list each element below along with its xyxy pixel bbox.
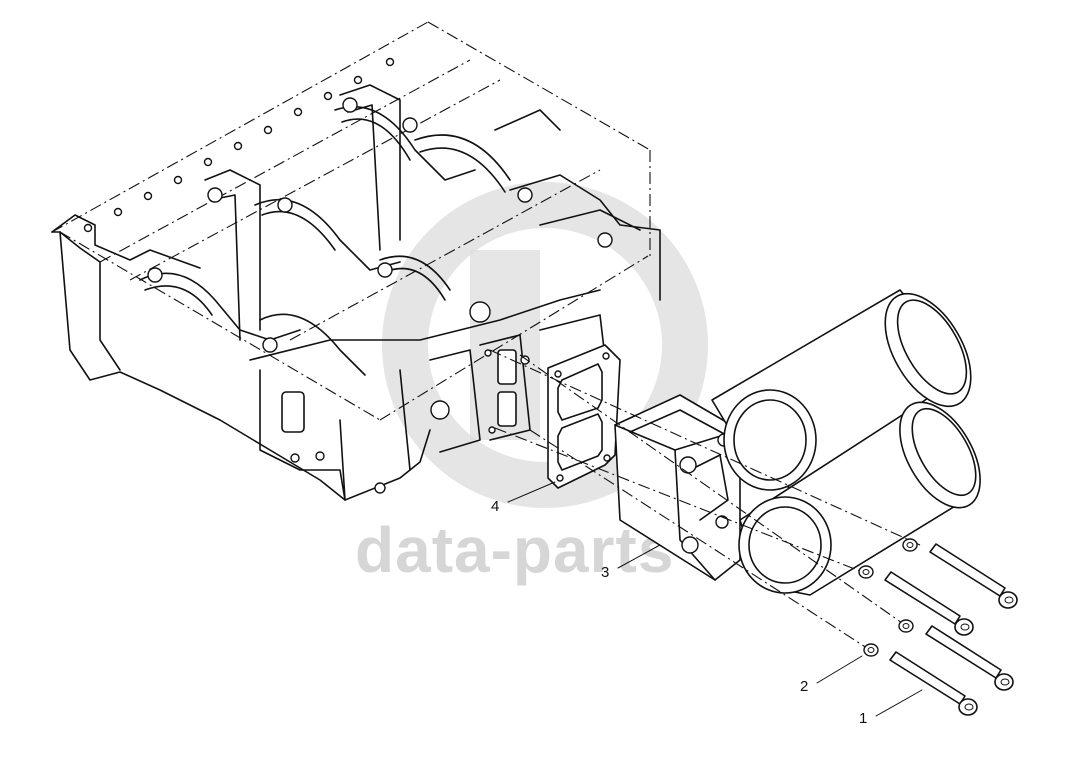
cap-screw — [925, 625, 1014, 691]
callout-label: 4 — [491, 498, 499, 515]
cap-screws — [884, 543, 1018, 716]
alignment-lines — [489, 349, 921, 651]
callout-label: 2 — [800, 678, 808, 695]
washers — [858, 538, 918, 657]
gasket — [547, 344, 621, 489]
cap-screw — [929, 543, 1018, 609]
engine-block — [51, 21, 661, 501]
callout-leader — [617, 544, 661, 569]
cap-screw — [889, 651, 978, 716]
filter-canister-upper — [711, 289, 972, 491]
watermark: data-parts — [355, 182, 708, 586]
callout-label: 3 — [601, 564, 609, 581]
watermark-text: data-parts — [355, 514, 674, 586]
callout-leader — [507, 481, 556, 503]
callout-leader — [875, 689, 923, 717]
callout-label: 1 — [859, 710, 867, 727]
callouts: 1 2 3 4 — [491, 481, 923, 727]
filter-head — [614, 394, 741, 581]
cap-screw — [884, 571, 974, 636]
callout-leader — [816, 655, 863, 684]
